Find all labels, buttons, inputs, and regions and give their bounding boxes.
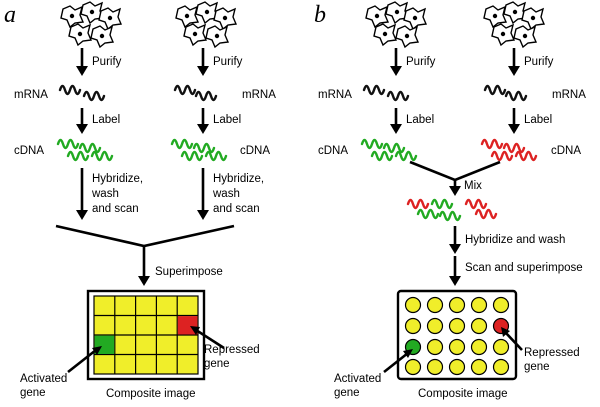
cdna-label-right-b: cDNA [551, 145, 581, 157]
hybridize-right-a-line1: Hybridize, [213, 173, 264, 185]
purify-arrow-right-a [197, 48, 209, 76]
purify-arrow-right-b [508, 48, 520, 76]
purify-arrow-left-a [76, 48, 88, 76]
repressed-pointer-b [501, 327, 523, 351]
mrna-strands-right-a [173, 84, 218, 102]
cdna-label-right-a: cDNA [240, 145, 270, 157]
hybridize-left-a-line2: wash [91, 188, 119, 200]
mrna-strands-right-b [483, 84, 528, 102]
repressed-label-a-line1: Repressed [204, 344, 260, 356]
cdna-label-left-b: cDNA [318, 145, 348, 157]
panel-letter-a: a [4, 2, 16, 28]
superimpose-label-a: Superimpose [155, 266, 223, 278]
repressed-label-b-line2: gene [524, 361, 550, 373]
hybridize-arrow-left-a [76, 168, 88, 220]
activated-pointer-b [383, 349, 413, 374]
label-text-right-a: Label [213, 114, 241, 126]
purify-label-left-a: Purify [92, 56, 122, 68]
repressed-cell-a [177, 316, 198, 335]
mix-lines-b [409, 160, 501, 196]
scan-superimpose-label-b: Scan and superimpose [465, 262, 583, 274]
activated-pointer-a [67, 346, 102, 374]
composite-label-b: Composite image [418, 388, 507, 400]
spot-grid-b [404, 296, 510, 376]
activated-label-a-line2: gene [20, 387, 46, 399]
hybridize-right-a-line2: wash [212, 188, 240, 200]
activated-label-a-line1: Activated [20, 373, 67, 385]
mix-label-b: Mix [464, 180, 482, 192]
merge-lines-a [55, 224, 235, 286]
panel-letter-b: b [314, 2, 326, 28]
label-arrow-left-b [390, 108, 402, 134]
repressed-label-a-line2: gene [204, 358, 230, 370]
label-text-right-b: Label [524, 114, 552, 126]
repressed-label-b-line1: Repressed [524, 347, 580, 359]
mrna-strands-left-a [58, 84, 106, 102]
purify-label-right-b: Purify [524, 56, 554, 68]
cdna-strands-left-a [56, 138, 114, 162]
label-arrow-right-b [508, 108, 520, 134]
label-arrow-left-a [76, 108, 88, 134]
activated-label-b-line1: Activated [334, 373, 381, 385]
cdna-strands-right-a [170, 138, 228, 162]
mrna-strands-left-b [362, 84, 410, 102]
purify-arrow-left-b [390, 48, 402, 76]
panel-a: a Purify Purify mRNA mRNA [4, 2, 276, 400]
hybridize-left-a-line1: Hybridize, [92, 173, 143, 185]
mrna-label-right-a: mRNA [242, 89, 276, 101]
mrna-label-left-a: mRNA [14, 89, 48, 101]
label-arrow-right-a [197, 108, 209, 134]
cell-cluster-left-b-icon [366, 2, 426, 47]
cell-cluster-left-a-icon [61, 2, 121, 47]
hybridize-wash-label-b: Hybridize and wash [465, 234, 565, 246]
purify-label-right-a: Purify [213, 56, 243, 68]
purify-label-left-b: Purify [406, 56, 436, 68]
cdna-strands-left-b [360, 138, 418, 162]
label-text-left-a: Label [92, 114, 120, 126]
activated-label-b-line2: gene [334, 387, 360, 399]
hybridize-arrow-b [449, 226, 461, 254]
cell-cluster-right-a-icon [176, 2, 236, 47]
composite-array-b [396, 289, 518, 381]
repressed-pointer-a [190, 326, 225, 350]
cell-cluster-right-b-icon [484, 2, 544, 47]
mrna-label-right-b: mRNA [552, 89, 586, 101]
hybridize-left-a-line3: and scan [92, 203, 139, 215]
panel-b: b Purify Purify mRNA mRNA [314, 2, 586, 400]
label-text-left-b: Label [406, 114, 434, 126]
cdna-strands-right-b [480, 138, 538, 162]
composite-label-a: Composite image [106, 388, 195, 400]
cdna-label-left-a: cDNA [14, 145, 44, 157]
hybridize-right-a-line3: and scan [213, 203, 260, 215]
mixed-strands-b [406, 198, 498, 222]
hybridize-arrow-right-a [197, 168, 209, 220]
composite-grid-a [86, 289, 206, 381]
scan-arrow-b [449, 256, 461, 286]
mrna-label-left-b: mRNA [318, 89, 352, 101]
